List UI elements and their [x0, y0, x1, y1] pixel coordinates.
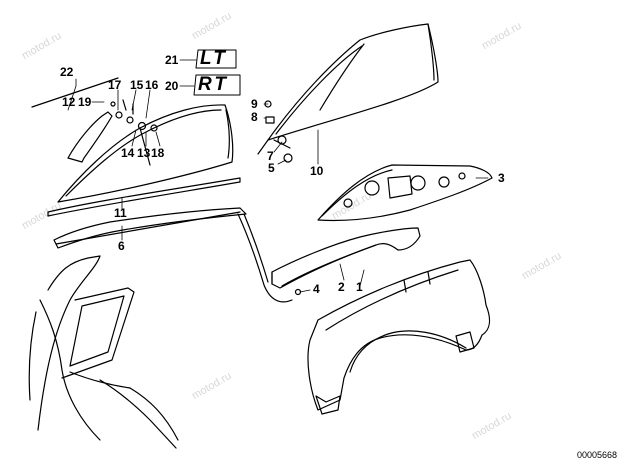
callout-18[interactable]: 18 — [151, 146, 165, 160]
leader-lines — [67, 59, 489, 293]
callout-21[interactable]: 21 — [165, 53, 179, 67]
callout-12[interactable]: 12 — [62, 95, 76, 109]
emblem-rt-label: RT — [198, 74, 229, 95]
lower-trim — [271, 227, 421, 289]
callout-7[interactable]: 7 — [267, 149, 274, 163]
instrument-panel — [317, 164, 493, 222]
callout-14[interactable]: 14 — [121, 146, 135, 160]
callout-6[interactable]: 6 — [118, 239, 125, 253]
trim-strip-22 — [31, 77, 119, 163]
emblem-badges — [193, 49, 241, 96]
callout-3[interactable]: 3 — [498, 171, 505, 185]
callout-2[interactable]: 2 — [338, 280, 345, 294]
callout-9[interactable]: 9 — [251, 97, 258, 111]
fairing-body — [28, 213, 293, 449]
callout-1[interactable]: 1 — [356, 280, 363, 294]
callout-13[interactable]: 13 — [137, 146, 151, 160]
callout-5[interactable]: 5 — [268, 161, 275, 175]
windscreen-trim — [47, 177, 247, 249]
callout-16[interactable]: 16 — [145, 78, 159, 92]
callout-8[interactable]: 8 — [251, 110, 258, 124]
callout-10[interactable]: 10 — [310, 164, 324, 178]
callout-19[interactable]: 19 — [78, 95, 92, 109]
fasteners-group — [110, 99, 158, 132]
callout-17[interactable]: 17 — [108, 78, 122, 92]
callout-15[interactable]: 15 — [130, 78, 144, 92]
right-windscreen — [257, 23, 439, 155]
catalog-code: 00005668 — [576, 450, 617, 460]
callout-4[interactable]: 4 — [313, 282, 320, 296]
side-panel — [307, 259, 491, 415]
callout-22[interactable]: 22 — [60, 65, 74, 79]
emblem-lt-label: LT — [200, 48, 228, 69]
callout-20[interactable]: 20 — [165, 79, 179, 93]
callout-11[interactable]: 11 — [114, 206, 127, 220]
